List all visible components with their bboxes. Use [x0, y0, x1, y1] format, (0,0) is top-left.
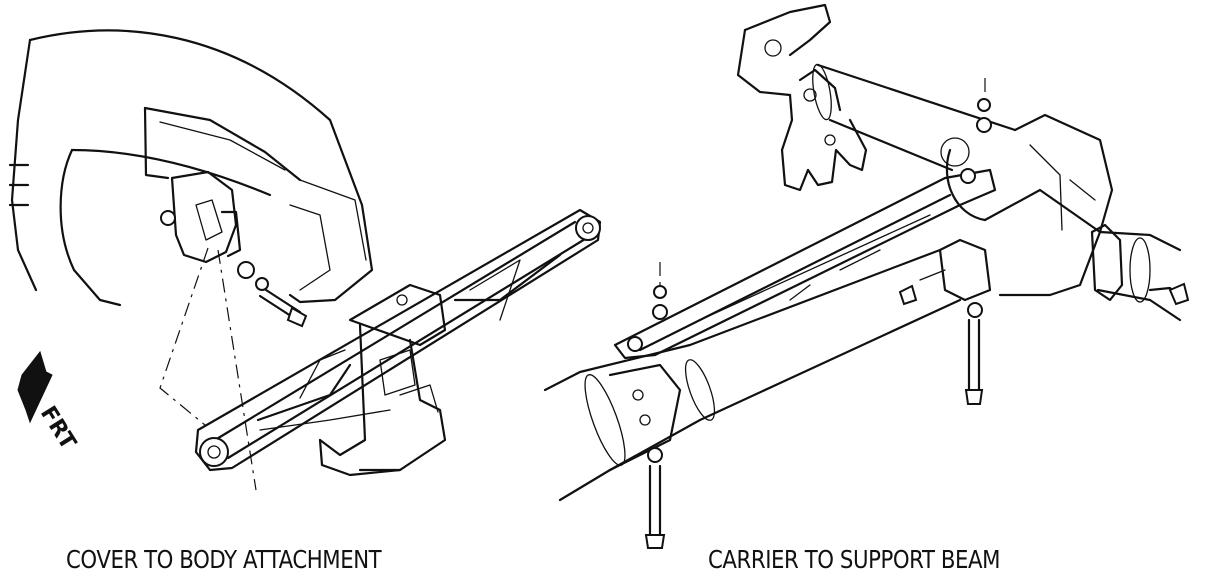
bolt-stack-left [644, 262, 668, 549]
alignment-lines-left [159, 247, 257, 491]
differential-carrier [940, 113, 1114, 297]
axle-knuckle [736, 3, 868, 192]
front-direction-marker: FRT [17, 350, 81, 454]
body-bracket [170, 170, 242, 264]
right-axle-shaft [1090, 223, 1190, 322]
frt-label: FRT [35, 402, 81, 454]
carrier-cover [318, 283, 447, 477]
support-beam [194, 208, 602, 472]
left-panel-illustration: FRT [8, 29, 602, 491]
bolt-stack-right [964, 78, 992, 405]
universal-joint [898, 238, 992, 306]
caption-cover-to-body: COVER TO BODY ATTACHMENT [66, 545, 382, 574]
caption-carrier-to-support-beam: CARRIER TO SUPPORT BEAM [708, 545, 1001, 574]
body-panel [8, 29, 374, 307]
bolt-left [160, 210, 308, 328]
support-beam-right [613, 168, 997, 360]
propeller-shaft [543, 248, 962, 502]
right-panel-illustration [543, 3, 1190, 549]
front-arrow-icon [17, 350, 53, 424]
